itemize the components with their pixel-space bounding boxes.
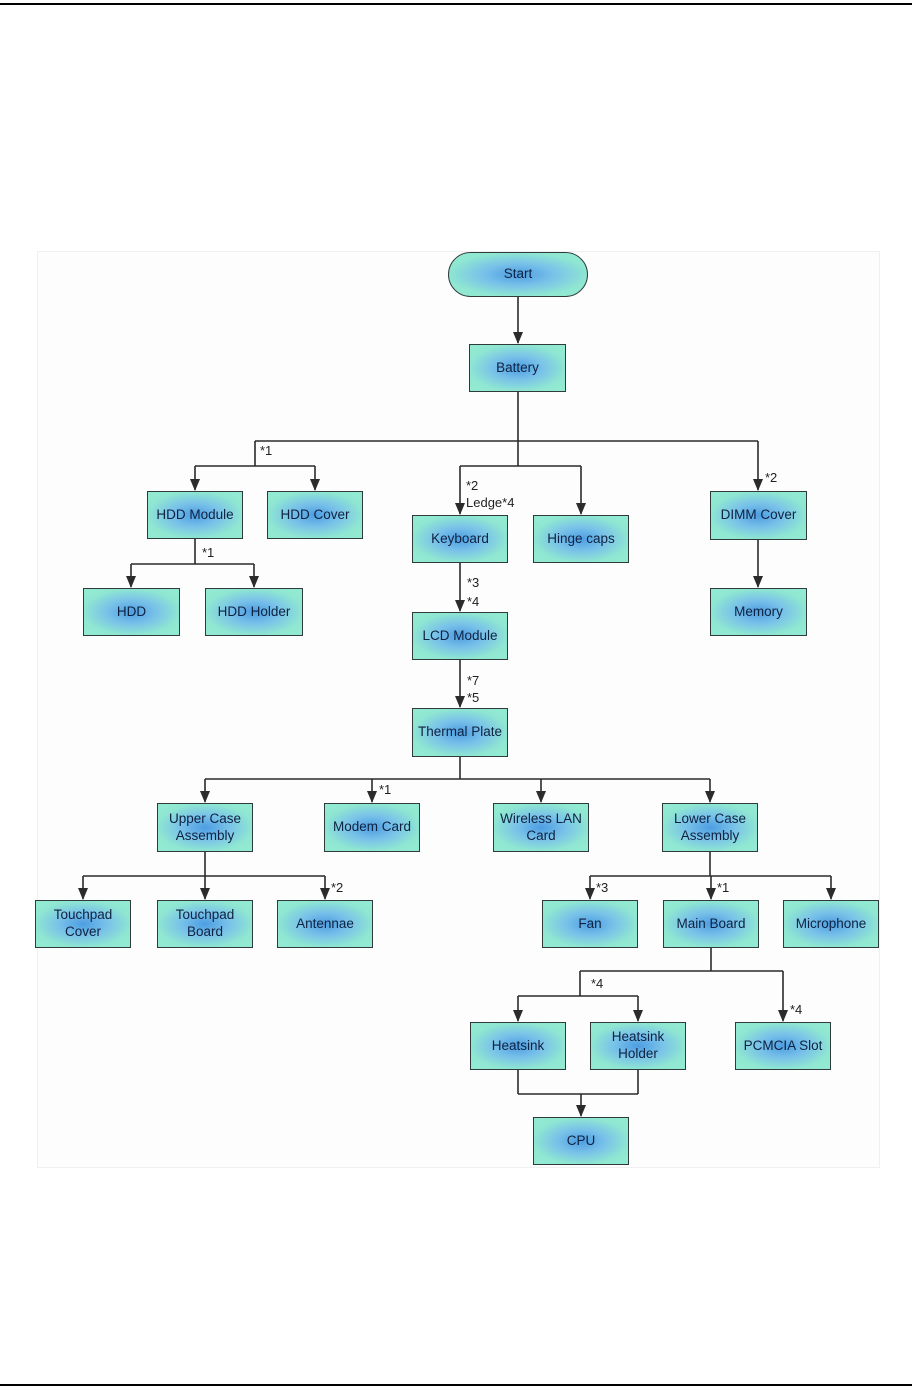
- flowchart-node-pcmcia-slot: PCMCIA Slot: [735, 1022, 831, 1070]
- flowchart-node-touchpad-cover: Touchpad Cover: [35, 900, 131, 948]
- node-label: Upper Case Assembly: [168, 810, 242, 843]
- quantity-annotation: *3: [467, 575, 480, 590]
- flowchart-node-lower-case-assembly: Lower Case Assembly: [662, 803, 758, 852]
- node-label: Heatsink Holder: [611, 1029, 665, 1061]
- flowchart-node-lcd-module: LCD Module: [412, 612, 508, 660]
- flowchart-node-start: Start: [448, 252, 588, 297]
- quantity-annotation: *1: [717, 880, 730, 895]
- flowchart-node-fan: Fan: [542, 900, 638, 948]
- flowchart-node-microphone: Microphone: [783, 900, 879, 948]
- node-label: CPU: [566, 1132, 596, 1148]
- flowchart-node-thermal-plate: Thermal Plate: [412, 708, 508, 757]
- quantity-annotation: *4: [467, 594, 480, 609]
- flowchart-node-wireless-lan-card: Wireless LAN Card: [493, 803, 589, 852]
- node-label: DIMM Cover: [720, 507, 797, 523]
- quantity-annotation: Ledge*4: [466, 495, 515, 510]
- node-label: HDD Cover: [280, 506, 350, 522]
- node-label: Main Board: [676, 915, 746, 931]
- node-label: Start: [503, 266, 533, 282]
- flowchart-node-cpu: CPU: [533, 1117, 629, 1165]
- node-label: Memory: [734, 603, 783, 619]
- flowchart-node-hdd-cover: HDD Cover: [267, 491, 363, 539]
- flowchart-node-dimm-cover: DIMM Cover: [710, 491, 807, 540]
- flowchart-node-heatsink-holder: Heatsink Holder: [590, 1022, 686, 1070]
- node-label: HDD Module: [156, 506, 234, 522]
- flowchart-node-upper-case-assembly: Upper Case Assembly: [157, 803, 253, 852]
- node-label: Modem Card: [332, 819, 412, 835]
- quantity-annotation: *4: [790, 1002, 803, 1017]
- quantity-annotation: *3: [596, 880, 609, 895]
- page-footer-rule: [0, 1384, 912, 1386]
- quantity-annotation: *7: [467, 673, 480, 688]
- quantity-annotation: *1: [202, 545, 215, 560]
- flowchart-node-modem-card: Modem Card: [324, 803, 420, 852]
- node-label: Touchpad Board: [175, 907, 235, 939]
- node-label: Touchpad Cover: [53, 907, 113, 939]
- node-label: Keyboard: [431, 530, 489, 546]
- flowchart-node-keyboard: Keyboard: [412, 515, 508, 563]
- node-label: Heatsink: [491, 1037, 545, 1053]
- quantity-annotation: *2: [331, 880, 344, 895]
- node-label: PCMCIA Slot: [743, 1037, 823, 1053]
- node-label: Hinge caps: [547, 530, 615, 546]
- flowchart-node-hdd-module: HDD Module: [147, 491, 243, 539]
- node-label: HDD Holder: [217, 603, 291, 619]
- node-label: LCD Module: [422, 627, 498, 643]
- flowchart-node-main-board: Main Board: [663, 900, 759, 948]
- node-label: Fan: [578, 915, 602, 931]
- flowchart-node-antennae: Antennae: [277, 900, 373, 948]
- flowchart-node-heatsink: Heatsink: [470, 1022, 566, 1070]
- node-label: Wireless LAN Card: [500, 810, 582, 843]
- quantity-annotation: *2: [466, 478, 479, 493]
- quantity-annotation: *2: [765, 470, 778, 485]
- node-label: Battery: [496, 359, 539, 375]
- flowchart-node-touchpad-board: Touchpad Board: [157, 900, 253, 948]
- flowchart-node-battery: Battery: [469, 344, 566, 392]
- flowchart-node-hdd: HDD: [83, 588, 180, 636]
- quantity-annotation: *5: [467, 690, 480, 705]
- node-label: HDD: [116, 603, 147, 619]
- page-header-rule: [0, 3, 912, 5]
- flowchart-node-memory: Memory: [710, 588, 807, 636]
- node-label: Thermal Plate: [417, 724, 503, 740]
- flowchart-node-hdd-holder: HDD Holder: [205, 588, 303, 636]
- quantity-annotation: *1: [379, 782, 392, 797]
- node-label: Lower Case Assembly: [673, 810, 747, 843]
- quantity-annotation: *1: [260, 443, 273, 458]
- flowchart-node-hinge-caps: Hinge caps: [533, 515, 629, 563]
- quantity-annotation: *4: [591, 976, 604, 991]
- node-label: Antennae: [296, 915, 354, 931]
- node-label: Microphone: [795, 915, 867, 931]
